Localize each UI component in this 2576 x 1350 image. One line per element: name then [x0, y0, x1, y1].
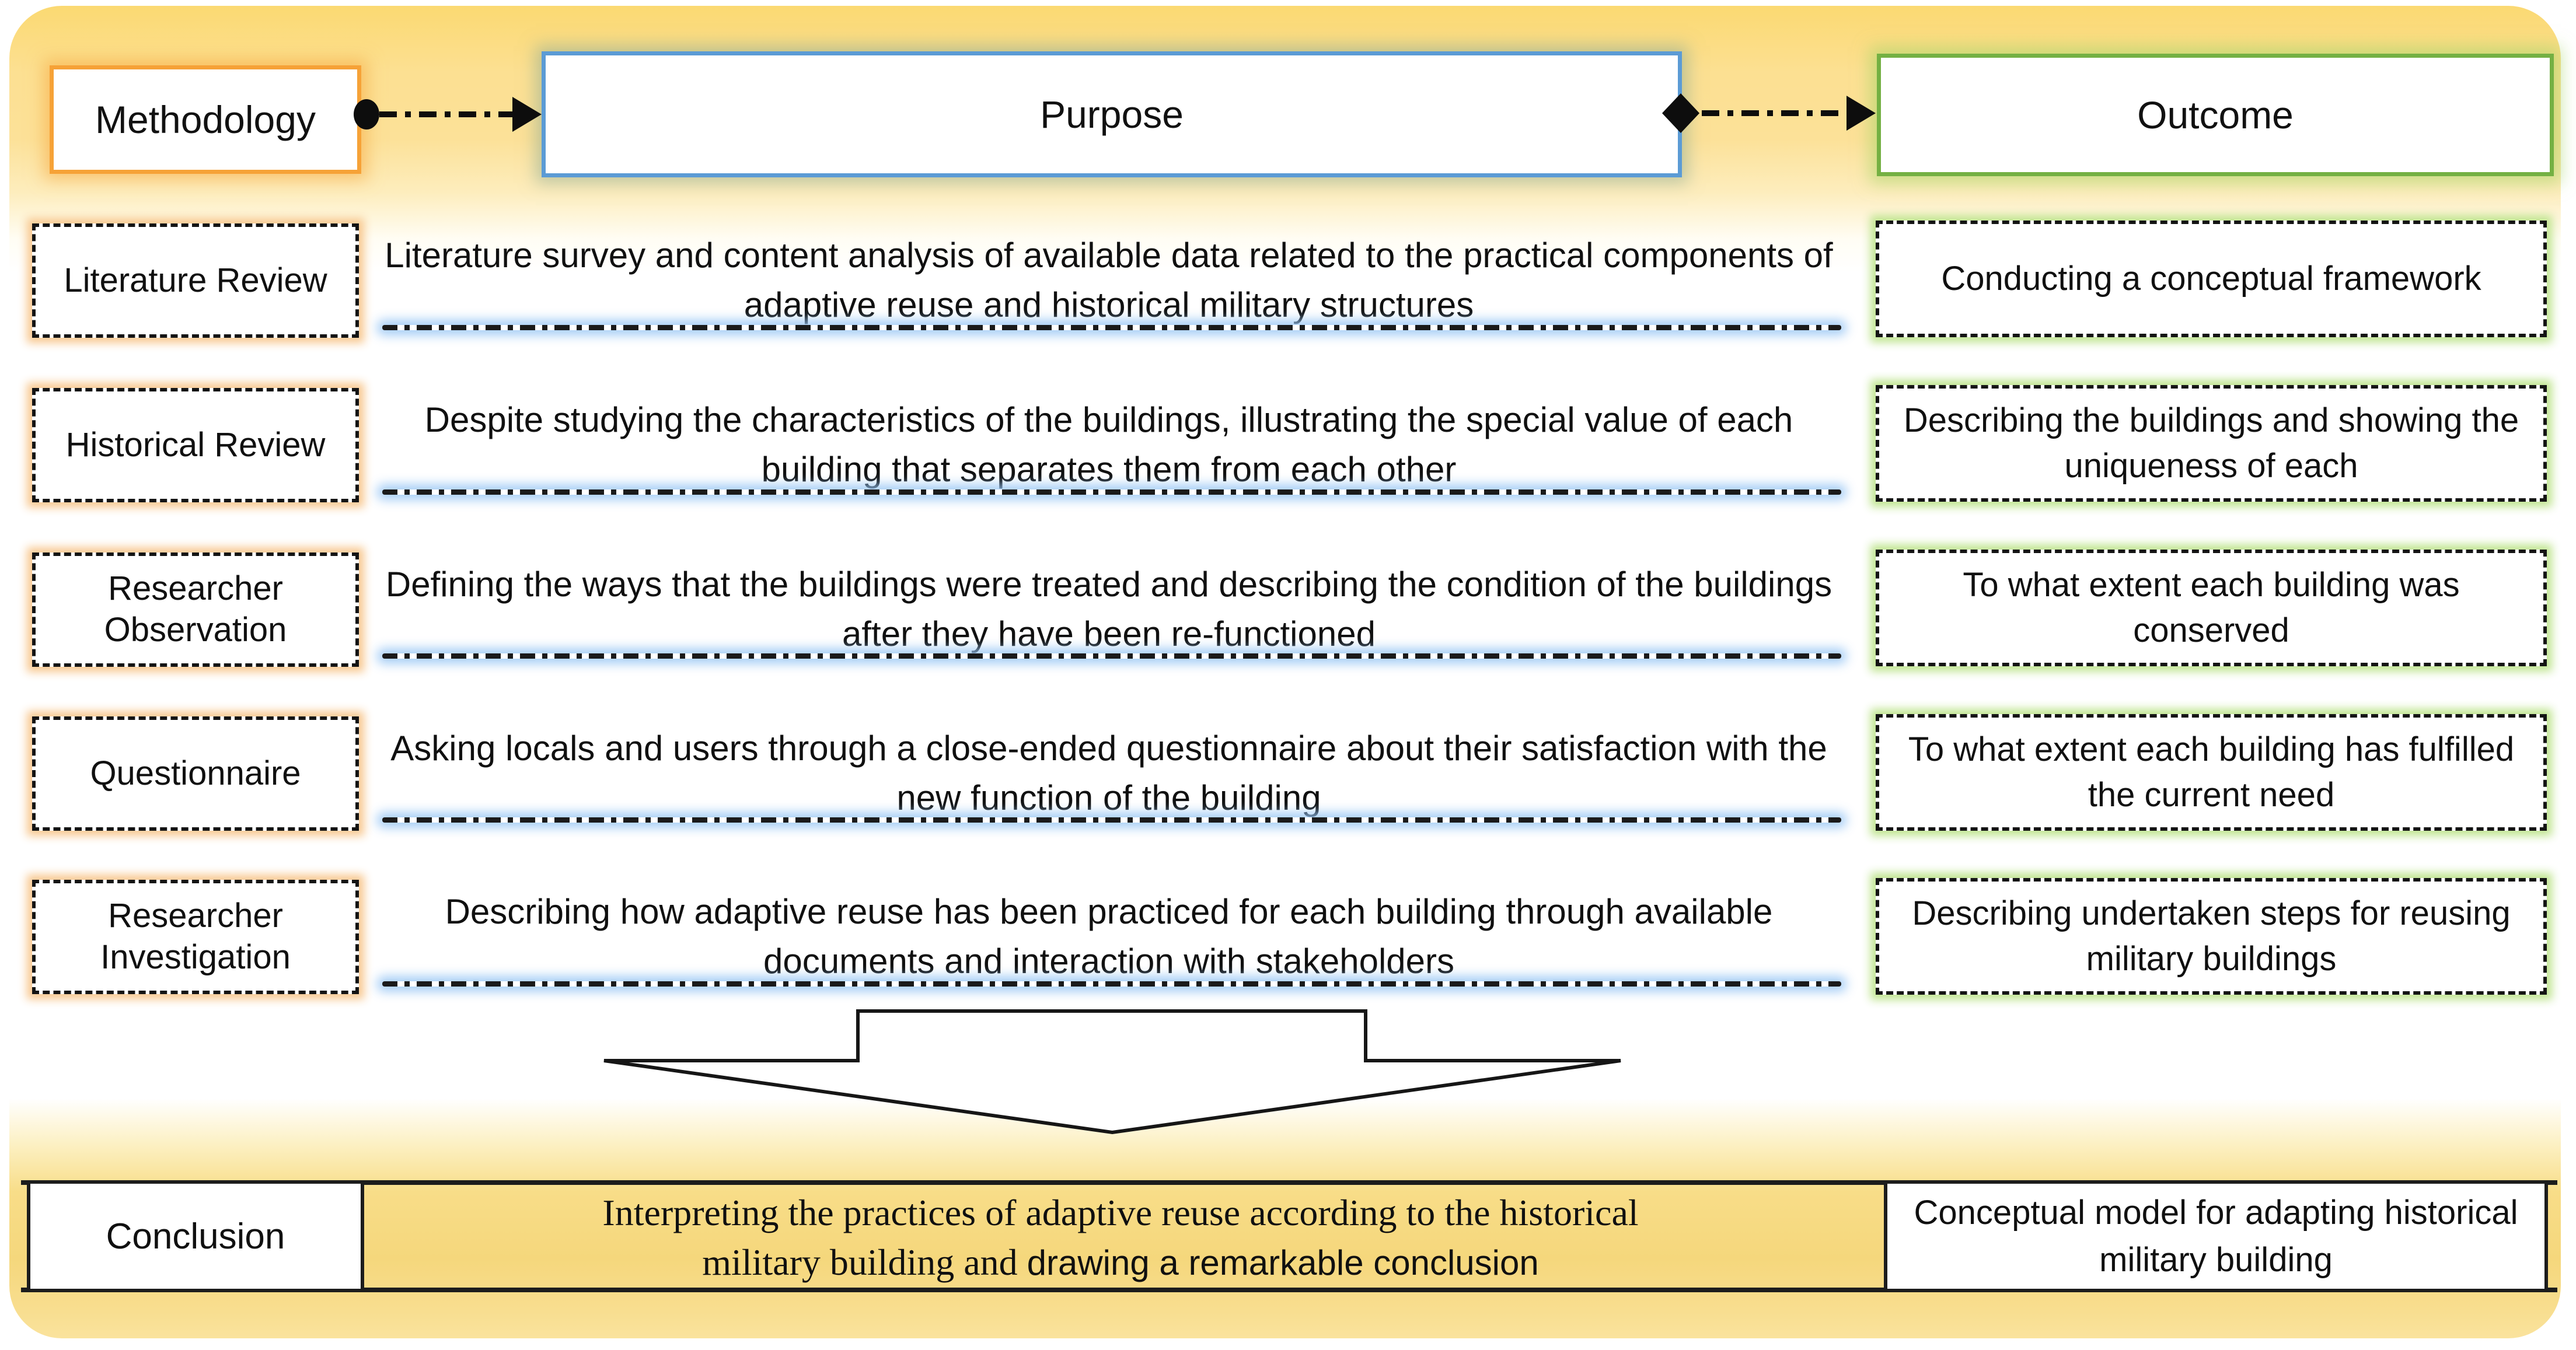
purpose-underline — [382, 981, 1841, 987]
method-box-researcher-observation: Researcher Observation — [32, 552, 359, 667]
method-label: Historical Review — [65, 425, 326, 464]
header-purpose-label: Purpose — [1040, 93, 1184, 136]
outcome-label: Describing the buildings and showing the… — [1903, 401, 2519, 485]
conclusion-strip — [21, 1180, 2557, 1292]
outcome-label: Describing undertaken steps for reusing … — [1912, 894, 2511, 978]
purpose-text-row1: Literature survey and content analysis o… — [385, 236, 1833, 325]
purpose-underline — [382, 653, 1841, 659]
conclusion-box: Conclusion — [27, 1180, 364, 1292]
method-label: Literature Review — [64, 261, 327, 299]
header-box-methodology: Methodology — [50, 65, 361, 174]
conclusion-label: Conclusion — [106, 1216, 285, 1257]
method-box-literature-review: Literature Review — [32, 223, 359, 338]
outcome-label: Conducting a conceptual framework — [1941, 259, 2481, 298]
method-box-researcher-investigation: Researcher Investigation — [32, 880, 359, 994]
conclusion-purpose-text: Interpreting the practices of adaptive r… — [374, 1188, 1868, 1287]
diagram-background-panel — [9, 6, 2561, 1338]
header-outcome-label: Outcome — [2137, 93, 2294, 137]
method-label: Researcher Investigation — [100, 897, 291, 976]
conclusion-line1: Interpreting the practices of adaptive r… — [602, 1192, 1639, 1233]
outcome-box-row5: Describing undertaken steps for reusing … — [1876, 878, 2547, 995]
purpose-text-row5: Describing how adaptive reuse has been p… — [445, 892, 1773, 981]
method-box-historical-review: Historical Review — [32, 388, 359, 502]
conclusion-line2-serif: military building and — [702, 1241, 1018, 1283]
outcome-box-row4: To what extent each building has fulfill… — [1876, 714, 2547, 831]
outcome-box-row3: To what extent each building was conserv… — [1876, 550, 2547, 666]
method-label: Researcher Observation — [104, 569, 287, 649]
header-box-outcome: Outcome — [1877, 54, 2554, 176]
purpose-text-row3: Defining the ways that the buildings wer… — [385, 565, 1832, 654]
conclusion-outcome-box: Conceptual model for adapting historical… — [1884, 1180, 2548, 1292]
outcome-label: To what extent each building has fulfill… — [1908, 730, 2515, 814]
purpose-underline — [382, 489, 1841, 495]
method-label: Questionnaire — [90, 754, 301, 792]
outcome-box-row1: Conducting a conceptual framework — [1876, 221, 2547, 337]
header-box-purpose: Purpose — [542, 51, 1682, 177]
outcome-box-row2: Describing the buildings and showing the… — [1876, 385, 2547, 502]
conclusion-line2-sans: drawing a remarkable conclusion — [1027, 1243, 1539, 1283]
method-box-questionnaire: Questionnaire — [32, 716, 359, 831]
purpose-underline — [382, 325, 1841, 330]
outcome-label: To what extent each building was conserv… — [1963, 565, 2460, 649]
conclusion-outcome-label: Conceptual model for adapting historical… — [1914, 1193, 2518, 1279]
purpose-underline — [382, 817, 1841, 823]
purpose-text-row2: Despite studying the characteristics of … — [424, 400, 1793, 489]
purpose-text-row4: Asking locals and users through a close-… — [390, 729, 1827, 818]
header-methodology-label: Methodology — [95, 98, 316, 141]
